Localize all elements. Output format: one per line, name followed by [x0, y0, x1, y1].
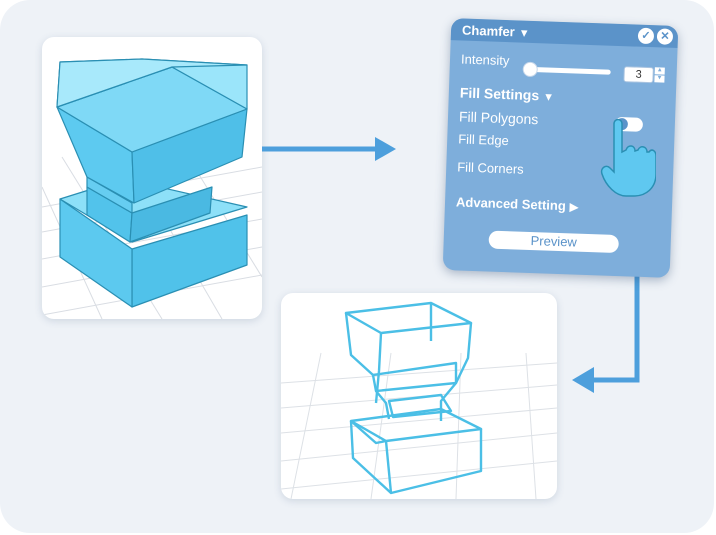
panel-title[interactable]: Chamfer▼ [461, 22, 530, 40]
solid-model-viewport [42, 58, 262, 319]
hand-pointer-icon [600, 118, 656, 197]
intensity-slider-handle[interactable] [522, 61, 538, 78]
wireframe-model-viewport [281, 301, 557, 499]
intensity-input[interactable]: 3 [623, 66, 654, 84]
chevron-down-icon: ▼ [518, 27, 530, 40]
wireframe-chamfered-model [344, 301, 483, 495]
intensity-label: Intensity [460, 51, 510, 69]
intensity-down-icon[interactable]: ▼ [654, 75, 665, 83]
output-model-card [281, 293, 557, 499]
fill-corners-label: Fill Corners [457, 159, 524, 177]
arrow-down-left-icon [572, 275, 640, 393]
intensity-slider-track[interactable] [526, 66, 611, 75]
advanced-setting-header[interactable]: Advanced Setting▶ [455, 194, 579, 214]
check-icon[interactable]: ✓ [637, 27, 655, 45]
preview-button[interactable]: Preview [488, 230, 619, 254]
fill-settings-header[interactable]: Fill Settings▼ [459, 84, 555, 104]
chevron-right-icon: ▶ [569, 201, 579, 214]
fill-polygons-label: Fill Polygons [458, 108, 539, 128]
intensity-up-icon[interactable]: ▲ [654, 67, 665, 75]
arrow-right-icon [262, 137, 396, 161]
chevron-down-icon: ▼ [542, 91, 555, 104]
close-icon[interactable]: ✕ [656, 28, 674, 45]
solid-chamfered-model [56, 58, 248, 308]
fill-edge-label: Fill Edge [457, 131, 510, 149]
input-model-card [42, 37, 262, 319]
